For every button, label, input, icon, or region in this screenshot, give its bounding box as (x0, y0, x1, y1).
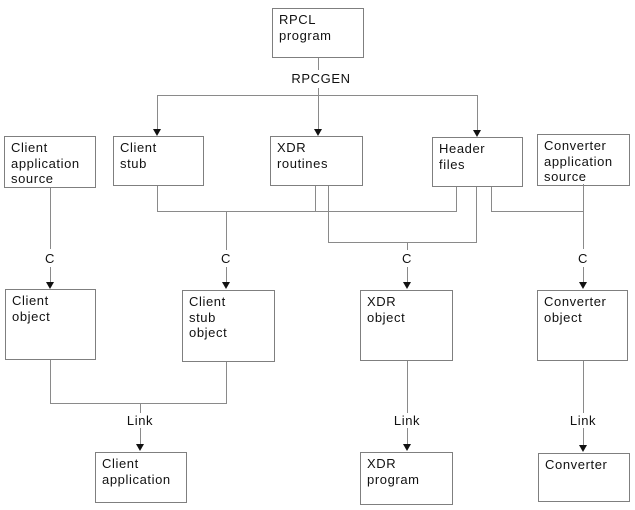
edge-rpcl-program-down (318, 58, 319, 70)
node-xdr-routines: XDR routines (270, 136, 363, 186)
compile-bus-client-stub-object (157, 211, 457, 212)
node-client-application: Client application (95, 452, 187, 503)
node-label: Client stub object (189, 294, 228, 340)
rpcgen-output-bus (157, 95, 478, 96)
edge-client-application-source-down (50, 188, 51, 249)
edge-xdr-object-down (407, 361, 408, 413)
arrow-to-converter-object (583, 267, 584, 282)
compile-label: C (575, 251, 591, 266)
compile-label: C (218, 251, 234, 266)
node-label: Converter (545, 457, 608, 472)
arrowhead-to-client-object (46, 282, 54, 289)
edge-xdr-routines-to-clientstub-bus (315, 186, 316, 211)
edge-xdr-routines-to-xdr-bus (328, 186, 329, 242)
arrow-to-header-files (477, 95, 478, 130)
arrowhead-to-xdr-object (403, 282, 411, 289)
edge-converter-object-down (583, 361, 584, 413)
arrowhead-to-converter-object (579, 282, 587, 289)
arrowhead-to-converter (579, 445, 587, 452)
edge-header-files-to-clientstub-bus (456, 187, 457, 211)
arrow-to-xdr-routines (318, 95, 319, 129)
node-label: Client stub (120, 140, 157, 171)
node-converter: Converter (538, 453, 630, 502)
link-label: Link (387, 413, 427, 428)
arrow-to-converter (583, 428, 584, 445)
node-converter-object: Converter object (537, 290, 628, 361)
node-client-application-source: Client application source (4, 136, 96, 188)
edge-link-bus-down (140, 404, 141, 413)
node-client-stub: Client stub (113, 136, 204, 186)
link-bus-client-application (50, 403, 227, 404)
node-label: XDR routines (277, 140, 329, 171)
arrow-to-xdr-object (407, 267, 408, 282)
edge-client-stub-down (157, 186, 158, 211)
arrowhead-to-xdr-routines (314, 129, 322, 136)
node-converter-application-source: Converter application source (537, 134, 630, 186)
edge-header-files-to-converter-bus (491, 187, 492, 211)
node-rpcl-program: RPCL program (272, 8, 364, 58)
edge-client-object-down (50, 360, 51, 403)
arrowhead-to-client-stub (153, 129, 161, 136)
link-label: Link (120, 413, 160, 428)
arrow-to-xdr-program (407, 428, 408, 444)
compile-label: C (399, 251, 415, 266)
node-label: XDR object (367, 294, 406, 325)
arrow-to-client-application (140, 428, 141, 444)
node-header-files: Header files (432, 137, 523, 187)
edge-xdr-bus-down (407, 243, 408, 250)
node-label: Converter object (544, 294, 607, 325)
node-label: Client application source (11, 140, 80, 186)
node-client-stub-object: Client stub object (182, 290, 275, 362)
edge-converter-application-source-down (583, 184, 584, 249)
arrow-to-client-object (50, 267, 51, 282)
node-label: Converter application source (544, 138, 613, 184)
node-label: Header files (439, 141, 486, 172)
compile-bus-xdr-object (328, 242, 477, 243)
node-label: Client object (12, 293, 51, 324)
compile-bus-converter-object (491, 211, 583, 212)
edge-header-files-to-xdr-bus (476, 187, 477, 242)
edge-client-stub-object-down (226, 362, 227, 403)
node-label: Client application (102, 456, 171, 487)
arrow-to-client-stub-object (226, 267, 227, 282)
rpcgen-label: RPCGEN (283, 71, 359, 86)
edge-clientstub-bus-down (226, 212, 227, 250)
arrowhead-to-client-stub-object (222, 282, 230, 289)
node-xdr-program: XDR program (360, 452, 453, 505)
arrowhead-to-client-application (136, 444, 144, 451)
edge-rpcgen-down (318, 88, 319, 96)
node-label: RPCL program (279, 12, 332, 43)
node-client-object: Client object (5, 289, 96, 360)
arrow-to-client-stub (157, 95, 158, 129)
node-xdr-object: XDR object (360, 290, 453, 361)
arrowhead-to-header-files (473, 130, 481, 137)
node-label: XDR program (367, 456, 420, 487)
arrowhead-to-xdr-program (403, 444, 411, 451)
compile-label: C (42, 251, 58, 266)
link-label: Link (563, 413, 603, 428)
